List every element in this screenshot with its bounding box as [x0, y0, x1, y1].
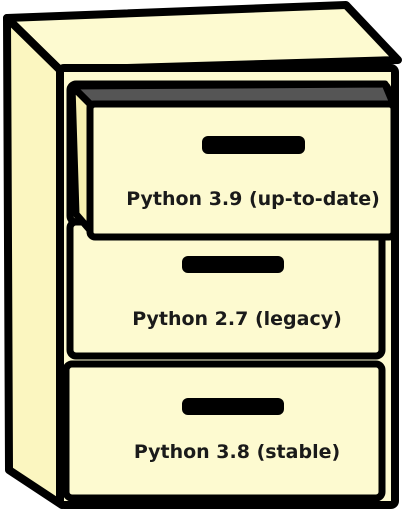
drawer-3-handle[interactable] [182, 398, 284, 415]
drawer-1[interactable]: Python 3.9 (up-to-date) [68, 80, 399, 241]
drawer-3[interactable]: Python 3.8 (stable) [62, 360, 386, 502]
drawer-1-handle[interactable] [202, 136, 305, 154]
drawer-2-front [66, 218, 386, 360]
cabinet-top [3, 1, 402, 74]
drawer-3-front [62, 360, 386, 502]
drawer-2-label: Python 2.7 (legacy) [132, 308, 342, 330]
drawer-2[interactable]: Python 2.7 (legacy) [66, 218, 386, 360]
drawer-3-label: Python 3.8 (stable) [134, 441, 340, 463]
drawer-1-label: Python 3.9 (up-to-date) [126, 188, 380, 210]
cabinet-side [3, 14, 66, 509]
drawer-1-front [86, 100, 398, 241]
drawer-2-handle[interactable] [182, 256, 284, 273]
